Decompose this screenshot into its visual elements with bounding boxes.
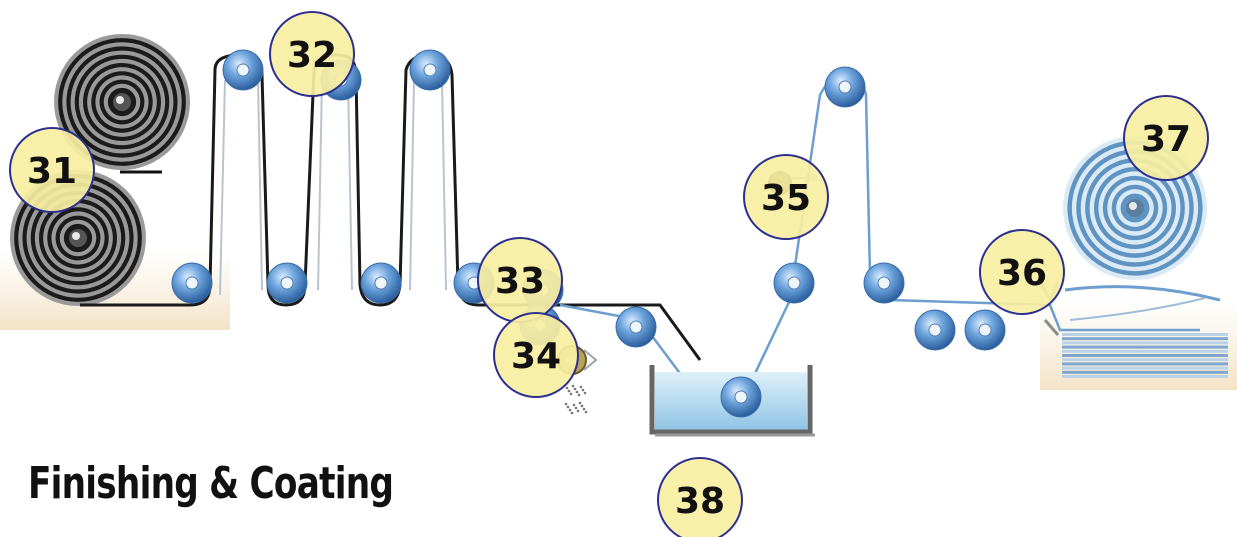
callout-circle xyxy=(1123,95,1209,181)
callout-36: 36 xyxy=(979,229,1065,315)
callout-number: 32 xyxy=(287,35,337,76)
sheet xyxy=(1062,375,1228,378)
spray-dot xyxy=(583,391,587,395)
callout-number: 31 xyxy=(27,151,77,192)
sheet xyxy=(1062,345,1228,349)
callout-31: 31 xyxy=(9,127,95,213)
roller-axle xyxy=(928,323,942,337)
roller-axle xyxy=(629,320,643,334)
guide-roller xyxy=(964,309,1006,351)
spray-dot xyxy=(565,386,569,390)
sheet xyxy=(1062,358,1228,362)
callout-34: 34 xyxy=(493,312,579,398)
spray-dot xyxy=(578,401,582,405)
guide-roller xyxy=(914,309,956,351)
web-to-coil xyxy=(1064,285,1221,302)
sheet-stack xyxy=(1062,333,1228,378)
sheet xyxy=(1062,333,1228,336)
roller-axle xyxy=(877,276,891,290)
roller-axle xyxy=(423,63,437,77)
guide-roller xyxy=(863,262,905,304)
spray-dot xyxy=(581,388,585,392)
callout-circle xyxy=(9,127,95,213)
black-coil-upper-rings-hub-highlight xyxy=(116,96,124,104)
sheet xyxy=(1062,370,1228,374)
spray-dot xyxy=(572,403,576,407)
callout-circle xyxy=(269,11,355,97)
spray-dot xyxy=(564,402,568,406)
spray-dot xyxy=(570,411,574,415)
spray-dot xyxy=(567,389,571,393)
spray-dot xyxy=(568,408,572,412)
callout-group: 31 32 33 34 35 36 37 38 xyxy=(9,11,1209,537)
sheet xyxy=(1062,337,1228,341)
callout-circle xyxy=(493,312,579,398)
guide-roller xyxy=(720,376,762,418)
sheet xyxy=(1062,349,1228,353)
roller-axle xyxy=(280,276,294,290)
callout-number: 33 xyxy=(495,261,545,302)
spray-dot xyxy=(579,385,583,389)
guide-roller xyxy=(824,66,866,108)
roller-axle xyxy=(374,276,388,290)
callout-35: 35 xyxy=(743,154,829,240)
spray-dot xyxy=(580,404,584,408)
guide-roller xyxy=(360,262,402,304)
spray-dot xyxy=(576,409,580,413)
spray-dot xyxy=(575,390,579,394)
callout-38: 38 xyxy=(657,457,743,537)
callout-32: 32 xyxy=(269,11,355,97)
spray-dot xyxy=(571,384,575,388)
black-coil-upper xyxy=(54,34,190,174)
guide-roller xyxy=(266,262,308,304)
guide-roller xyxy=(409,49,451,91)
guide-roller xyxy=(615,306,657,348)
guide-roller xyxy=(222,49,264,91)
blue-coil-rings-hub-highlight xyxy=(1129,202,1137,210)
callout-circle xyxy=(657,457,743,537)
spray-dot xyxy=(573,387,577,391)
roller-axle xyxy=(978,323,992,337)
spray-dot xyxy=(566,405,570,409)
spray-particles xyxy=(563,383,588,415)
roller-axle xyxy=(236,63,250,77)
spray-dot xyxy=(584,410,588,414)
callout-number: 36 xyxy=(997,253,1047,294)
sheet xyxy=(1062,362,1228,366)
sheet xyxy=(1062,354,1228,357)
callout-33: 33 xyxy=(477,237,563,323)
callout-number: 37 xyxy=(1141,119,1191,160)
spray-dot xyxy=(577,393,581,397)
spray-dot xyxy=(574,406,578,410)
callout-number: 38 xyxy=(675,481,725,522)
black-coil-lower-rings-hub-highlight xyxy=(72,232,80,240)
web-strands xyxy=(219,79,447,296)
guide-roller xyxy=(773,262,815,304)
spray-dot xyxy=(569,392,573,396)
callout-37: 37 xyxy=(1123,95,1209,181)
sheet xyxy=(1062,341,1228,345)
callout-number: 35 xyxy=(761,178,811,219)
callout-number: 34 xyxy=(511,336,561,377)
roller-axle xyxy=(838,80,852,94)
callout-circle xyxy=(743,154,829,240)
black-coil-upper-rings xyxy=(54,34,190,170)
roller-axle xyxy=(734,390,748,404)
roller-axle xyxy=(787,276,801,290)
diagram-title: Finishing & Coating xyxy=(28,458,394,509)
roller-axle xyxy=(185,276,199,290)
guide-roller xyxy=(171,262,213,304)
callout-circle xyxy=(979,229,1065,315)
sheet xyxy=(1062,366,1228,370)
cut-strip xyxy=(1069,297,1206,321)
guide-rollers xyxy=(171,49,1006,418)
spray-dot xyxy=(582,407,586,411)
